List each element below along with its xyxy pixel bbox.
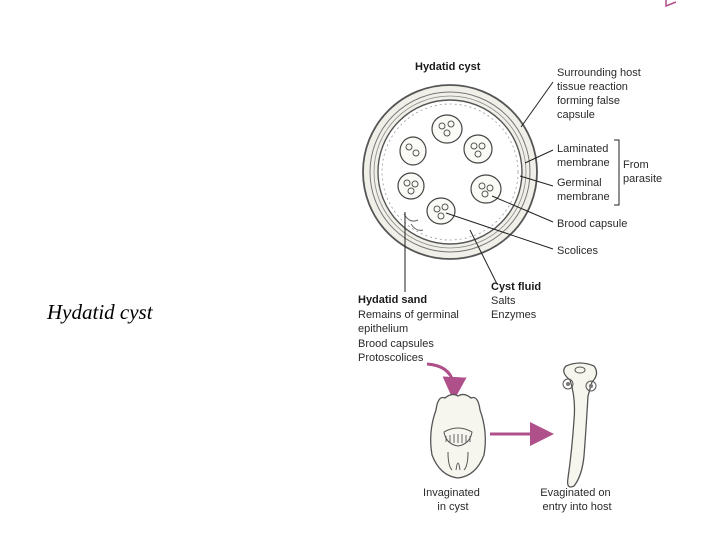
brood-capsule-label: Brood capsule	[557, 218, 627, 230]
diagram-heading: Hydatid cyst	[415, 61, 481, 73]
brood-capsule	[426, 197, 456, 225]
host-tissue-label: Surrounding host tissue reaction forming…	[557, 67, 644, 121]
scolices-label: Scolices	[557, 245, 598, 257]
curved-arrow	[426, 362, 467, 401]
brood-capsules	[397, 114, 502, 231]
evaginated-protoscolex	[562, 362, 598, 488]
hydatid-sand-items: Remains of germinal epithelium Brood cap…	[358, 309, 462, 364]
laminated-membrane-label: Laminated membrane	[557, 143, 611, 169]
cyst-fluid-items: Salts Enzymes	[491, 295, 537, 321]
brood-capsule	[399, 136, 427, 166]
evaginated-label: Evaginated on entry into host	[540, 487, 613, 513]
corner-mark-icon	[665, 0, 677, 8]
brood-capsule	[463, 134, 493, 164]
cyst-fluid-title: Cyst fluid	[491, 281, 541, 293]
invaginated-protoscolex	[430, 393, 486, 479]
brood-capsule	[431, 114, 463, 144]
brood-capsule	[470, 174, 502, 204]
cyst-illustration	[362, 84, 538, 260]
leader-lines	[404, 81, 620, 292]
invaginated-label: Invaginated in cyst	[423, 487, 483, 513]
hydatid-sand-title: Hydatid sand	[358, 294, 427, 306]
from-parasite-label: From parasite	[623, 159, 662, 185]
slide-title: Hydatid cyst	[47, 300, 153, 324]
germinal-membrane-label: Germinal membrane	[557, 177, 610, 203]
brood-capsule	[397, 172, 425, 200]
